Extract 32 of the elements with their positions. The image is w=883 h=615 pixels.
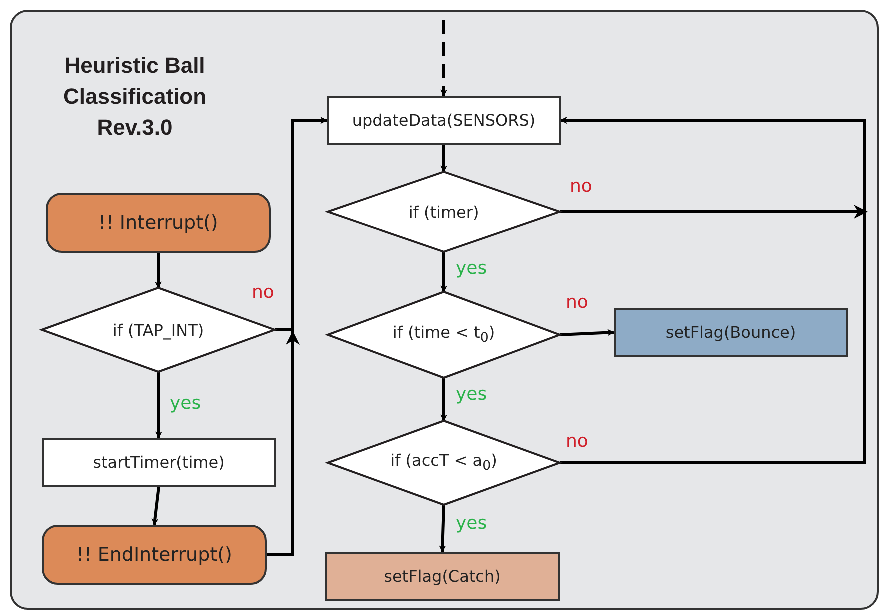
- node-label: if (TAP_INT): [112, 320, 204, 340]
- arrow: [440, 20, 448, 97]
- arrow: [152, 486, 160, 526]
- process-box: [614, 308, 848, 357]
- arrow: [440, 145, 448, 173]
- arrow: [440, 252, 448, 293]
- process-box: [325, 552, 560, 601]
- node-label: updateData(SENSORS): [352, 111, 536, 130]
- decision-diamond: [328, 172, 560, 252]
- arrow: [155, 372, 162, 439]
- diagram-title: Heuristic Ball Classification Rev.3.0: [62, 52, 208, 142]
- arrow: [440, 378, 448, 422]
- decision-diamond: [328, 292, 560, 378]
- decision-diamond: [42, 288, 275, 372]
- decision-diamond: [328, 421, 560, 505]
- node-label: setFlag(Catch): [384, 567, 501, 586]
- node-label: if (accT < a$_{0}$): [390, 451, 498, 475]
- process-box: [42, 438, 276, 487]
- process-box: [327, 96, 561, 145]
- arrow: [439, 504, 446, 553]
- terminal-box: [46, 193, 271, 253]
- node-label: !! EndInterrupt(): [76, 544, 232, 566]
- arrow: [560, 329, 615, 336]
- node-label: !! Interrupt(): [98, 212, 218, 234]
- node-label: startTimer(time): [93, 453, 225, 472]
- terminal-box: [42, 525, 267, 585]
- arrow: [560, 117, 866, 464]
- node-label: setFlag(Bounce): [666, 323, 796, 342]
- node-label: if (time < t$_{0}$): [392, 323, 496, 347]
- arrow: [155, 253, 162, 289]
- node-label: if (timer): [408, 202, 480, 222]
- arrow: [267, 117, 328, 556]
